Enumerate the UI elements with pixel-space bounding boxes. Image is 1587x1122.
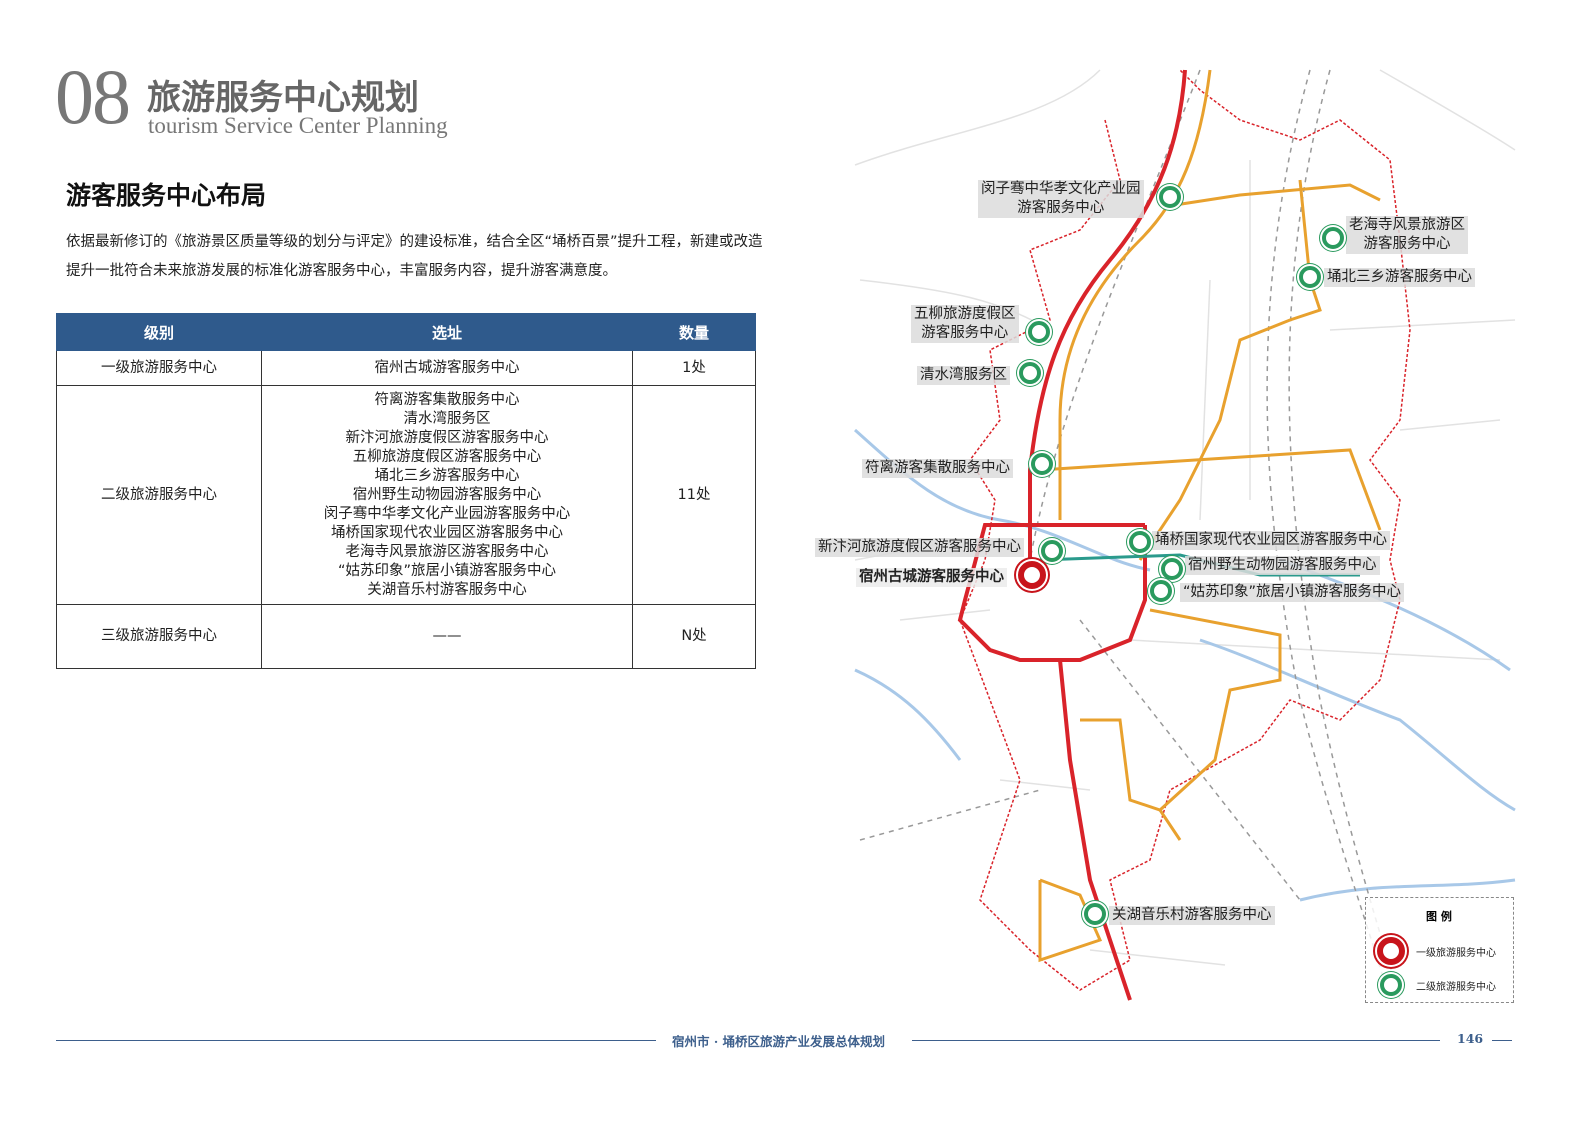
site-item: 清水湾服务区 (403, 410, 491, 427)
label-fuli: 符离游客集散服务中心 (862, 459, 1013, 478)
railways (859, 69, 1401, 1001)
rivers (854, 428, 1516, 902)
label-wuliu: 五柳旅游度假区 游客服务中心 (911, 305, 1019, 343)
section-heading: 游客服务中心布局 (66, 181, 267, 210)
site-item: 关湖音乐村游客服务中心 (367, 581, 527, 598)
legend-title: 图 例 (1426, 910, 1452, 923)
level2-marker-icon[interactable] (1150, 580, 1172, 602)
chapter-subtitle: tourism Service Center Planning (148, 113, 448, 138)
label-dongwuyuan: 宿州野生动物园游客服务中心 (1185, 556, 1380, 575)
footer-title: 宿州市 · 埇桥区旅游产业发展总体规划 (672, 1034, 886, 1049)
page-number: 146 (1457, 1031, 1484, 1046)
label-guanhu: 关湖音乐村游客服务中心 (1109, 906, 1275, 925)
table-row: 二级旅游服务中心符离游客集散服务中心清水湾服务区新汴河旅游度假区游客服务中心五柳… (56, 385, 756, 605)
sites-cell: 宿州古城游客服务中心 (261, 350, 633, 386)
table-row: 三级旅游服务中心 —— N处 (56, 604, 756, 669)
site-item: 埇北三乡游客服务中心 (374, 467, 520, 484)
site-item: 符离游客集散服务中心 (374, 391, 520, 408)
site-item: “姑苏印象”旅居小镇游客服务中心 (337, 562, 557, 579)
legend-level2-label: 二级旅游服务中心 (1416, 982, 1496, 993)
label-xinbianhe: 新汴河旅游度假区游客服务中心 (815, 538, 1024, 557)
label-nongye: 埇桥国家现代农业园区游客服务中心 (1152, 531, 1390, 550)
count-cell: 1处 (632, 350, 756, 386)
level-cell: 三级旅游服务中心 (56, 604, 262, 669)
section-paragraph: 依据最新修订的《旅游景区质量等级的划分与评定》的建设标准，结合全区“埇桥百景”提… (66, 234, 763, 279)
level1-marker-icon[interactable] (1018, 561, 1046, 589)
sites-cell: 符离游客集散服务中心清水湾服务区新汴河旅游度假区游客服务中心五柳旅游度假区游客服… (261, 385, 633, 605)
col-header-site: 选址 (261, 313, 633, 351)
level-cell: 二级旅游服务中心 (56, 385, 262, 605)
level2-marker-icon[interactable] (1299, 266, 1321, 288)
site-item: 宿州古城游客服务中心 (374, 359, 520, 376)
tourism-roads (1038, 69, 1382, 963)
col-header-count: 数量 (632, 313, 756, 351)
footer-divider (56, 1040, 656, 1041)
sites-cell: —— (261, 604, 633, 669)
site-item: 宿州野生动物园游客服务中心 (352, 486, 542, 503)
label-yongbei: 埇北三乡游客服务中心 (1324, 268, 1475, 287)
level2-marker-icon[interactable] (1129, 531, 1151, 553)
label-minziqian: 闵子骞中华孝文化产业园 游客服务中心 (978, 180, 1144, 218)
count-cell: N处 (632, 604, 756, 669)
level2-marker-icon[interactable] (1041, 540, 1063, 562)
level2-marker-icon[interactable] (1322, 227, 1344, 249)
site-item: 五柳旅游度假区游客服务中心 (352, 448, 542, 465)
legend-level1-icon (1377, 937, 1405, 965)
map (854, 69, 1516, 1001)
level-cell: 一级旅游服务中心 (56, 350, 262, 386)
label-qingshuiwan: 清水湾服务区 (917, 366, 1010, 385)
legend-level1-label: 一级旅游服务中心 (1416, 948, 1496, 959)
chapter-number: 08 (55, 53, 131, 140)
highways (957, 69, 1187, 1001)
site-item: 老海寺风景旅游区游客服务中心 (345, 543, 549, 560)
col-header-level: 级别 (56, 313, 262, 351)
level2-marker-icon[interactable] (1019, 362, 1041, 384)
legend-level2-icon (1380, 974, 1402, 996)
site-item: 埇桥国家现代农业园区游客服务中心 (331, 524, 563, 541)
level2-marker-icon[interactable] (1159, 186, 1181, 208)
level2-marker-icon[interactable] (1161, 558, 1183, 580)
table-row: 一级旅游服务中心 宿州古城游客服务中心 1处 (56, 350, 756, 386)
footer-divider (912, 1040, 1440, 1041)
district-boundary (959, 69, 1411, 991)
level2-marker-icon[interactable] (1084, 903, 1106, 925)
footer-divider (1492, 1040, 1512, 1041)
label-gusu: “姑苏印象”旅居小镇游客服务中心 (1180, 583, 1405, 602)
count-cell: 11处 (632, 385, 756, 605)
chapter-title: 旅游服务中心规划 (147, 78, 419, 118)
map-legend: 图 例 一级旅游服务中心 二级旅游服务中心 (1365, 897, 1514, 1003)
label-laohaisi: 老海寺风景旅游区 游客服务中心 (1346, 216, 1468, 254)
site-item: 闵子骞中华孝文化产业园游客服务中心 (323, 505, 571, 522)
level2-marker-icon[interactable] (1031, 453, 1053, 475)
level2-marker-icon[interactable] (1028, 321, 1050, 343)
site-item: 新汴河旅游度假区游客服务中心 (345, 429, 549, 446)
site-item: —— (432, 628, 462, 644)
label-gucheng: 宿州古城游客服务中心 (856, 568, 1007, 587)
